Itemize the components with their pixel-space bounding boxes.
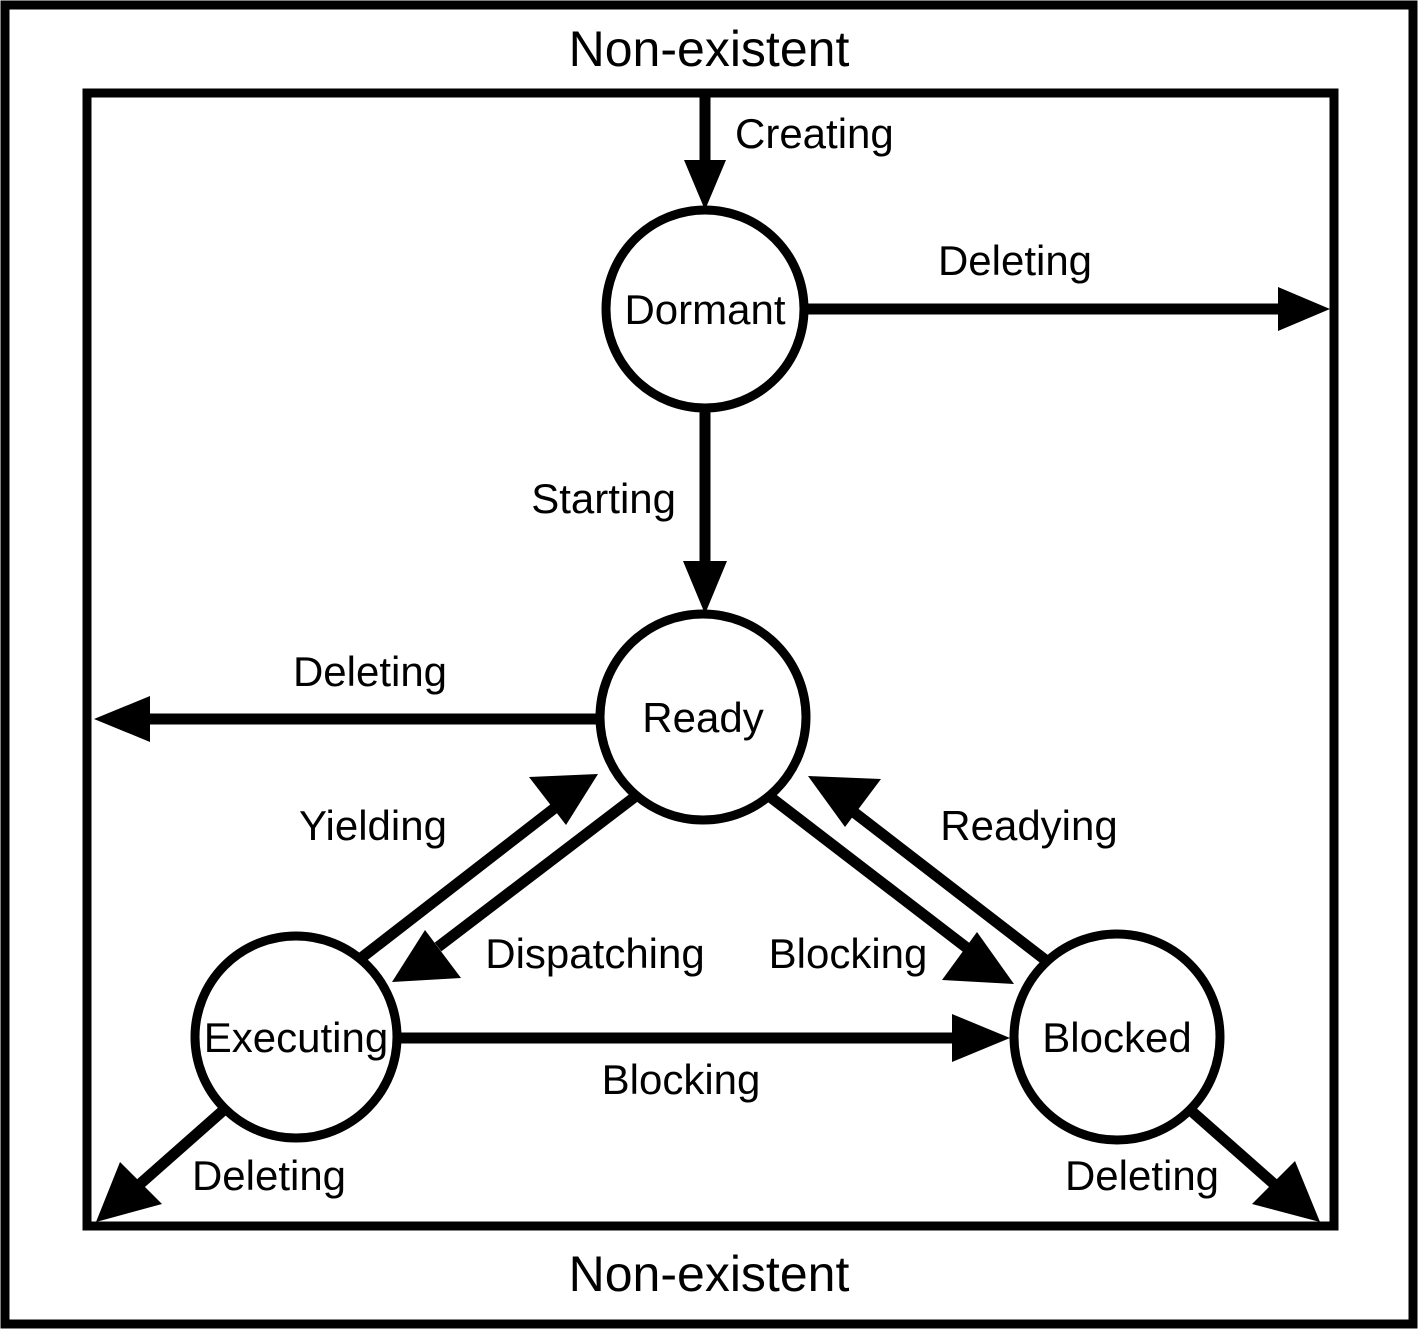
- edge-label-dispatching: Dispatching: [485, 930, 704, 977]
- state-node-dormant[interactable]: Dormant: [601, 205, 809, 413]
- transition-yielding: [352, 774, 598, 967]
- starting-arrowhead: [683, 561, 727, 614]
- dispatching-arrowhead: [392, 930, 461, 982]
- transition-creating: [684, 97, 726, 210]
- boundary-label-top: Non-existent: [569, 21, 850, 77]
- edge-label-blocking-exec: Blocking: [602, 1056, 761, 1103]
- transition-deleting-blocked: [1184, 1103, 1320, 1222]
- transition-readying: [808, 776, 1052, 967]
- transition-deleting-dormant: [806, 287, 1330, 331]
- dormant-circle[interactable]: [601, 205, 809, 413]
- deleting-blocked-shaft: [1184, 1103, 1278, 1189]
- deleting-dormant-arrowhead: [1278, 287, 1330, 331]
- edge-label-deleting-ready: Deleting: [293, 648, 447, 695]
- edge-label-creating: Creating: [735, 110, 894, 157]
- transition-dispatching: [392, 791, 640, 982]
- transition-starting: [683, 409, 727, 614]
- deleting-ready-arrowhead: [94, 696, 150, 742]
- edge-label-yielding: Yielding: [299, 802, 447, 849]
- state-node-executing[interactable]: Executing: [190, 931, 402, 1143]
- transition-deleting-ready: [94, 696, 599, 742]
- blocked-circle[interactable]: [1009, 929, 1225, 1145]
- edge-label-starting: Starting: [531, 475, 676, 522]
- blocked-label: Blocked: [1042, 1014, 1191, 1061]
- inner-frame: [82, 88, 1339, 1231]
- deleting-exec-shaft: [136, 1103, 230, 1189]
- edge-label-deleting-blocked: Deleting: [1065, 1152, 1219, 1199]
- dormant-label: Dormant: [624, 286, 785, 333]
- yielding-arrowhead: [529, 774, 598, 825]
- creating-arrowhead: [684, 160, 726, 210]
- yielding-shaft: [352, 802, 560, 967]
- boundary-label-bottom: Non-existent: [569, 1246, 850, 1302]
- edge-label-readying: Readying: [940, 802, 1117, 849]
- edge-label-deleting-dormant: Deleting: [938, 237, 1092, 284]
- transition-deleting-exec: [96, 1103, 230, 1222]
- deleting-blocked-arrowhead: [1252, 1161, 1320, 1222]
- blocking-ready-arrowhead: [942, 932, 1014, 984]
- blocking-ready-shaft: [765, 791, 971, 953]
- state-node-ready[interactable]: Ready: [595, 609, 811, 825]
- executing-circle[interactable]: [190, 931, 402, 1143]
- state-node-blocked[interactable]: Blocked: [1009, 929, 1225, 1145]
- edge-label-blocking-ready: Blocking: [769, 930, 928, 977]
- edge-label-deleting-exec: Deleting: [192, 1152, 346, 1199]
- ready-label: Ready: [642, 694, 763, 741]
- ready-circle[interactable]: [595, 609, 811, 825]
- deleting-exec-arrowhead: [96, 1162, 162, 1222]
- dispatching-shaft: [434, 791, 640, 952]
- readying-shaft: [847, 805, 1052, 967]
- transition-blocking-ready: [765, 791, 1014, 984]
- transition-blocking-exec: [398, 1014, 1010, 1062]
- executing-label: Executing: [204, 1014, 388, 1061]
- blocking-exec-arrowhead: [952, 1014, 1010, 1062]
- readying-arrowhead: [808, 776, 881, 827]
